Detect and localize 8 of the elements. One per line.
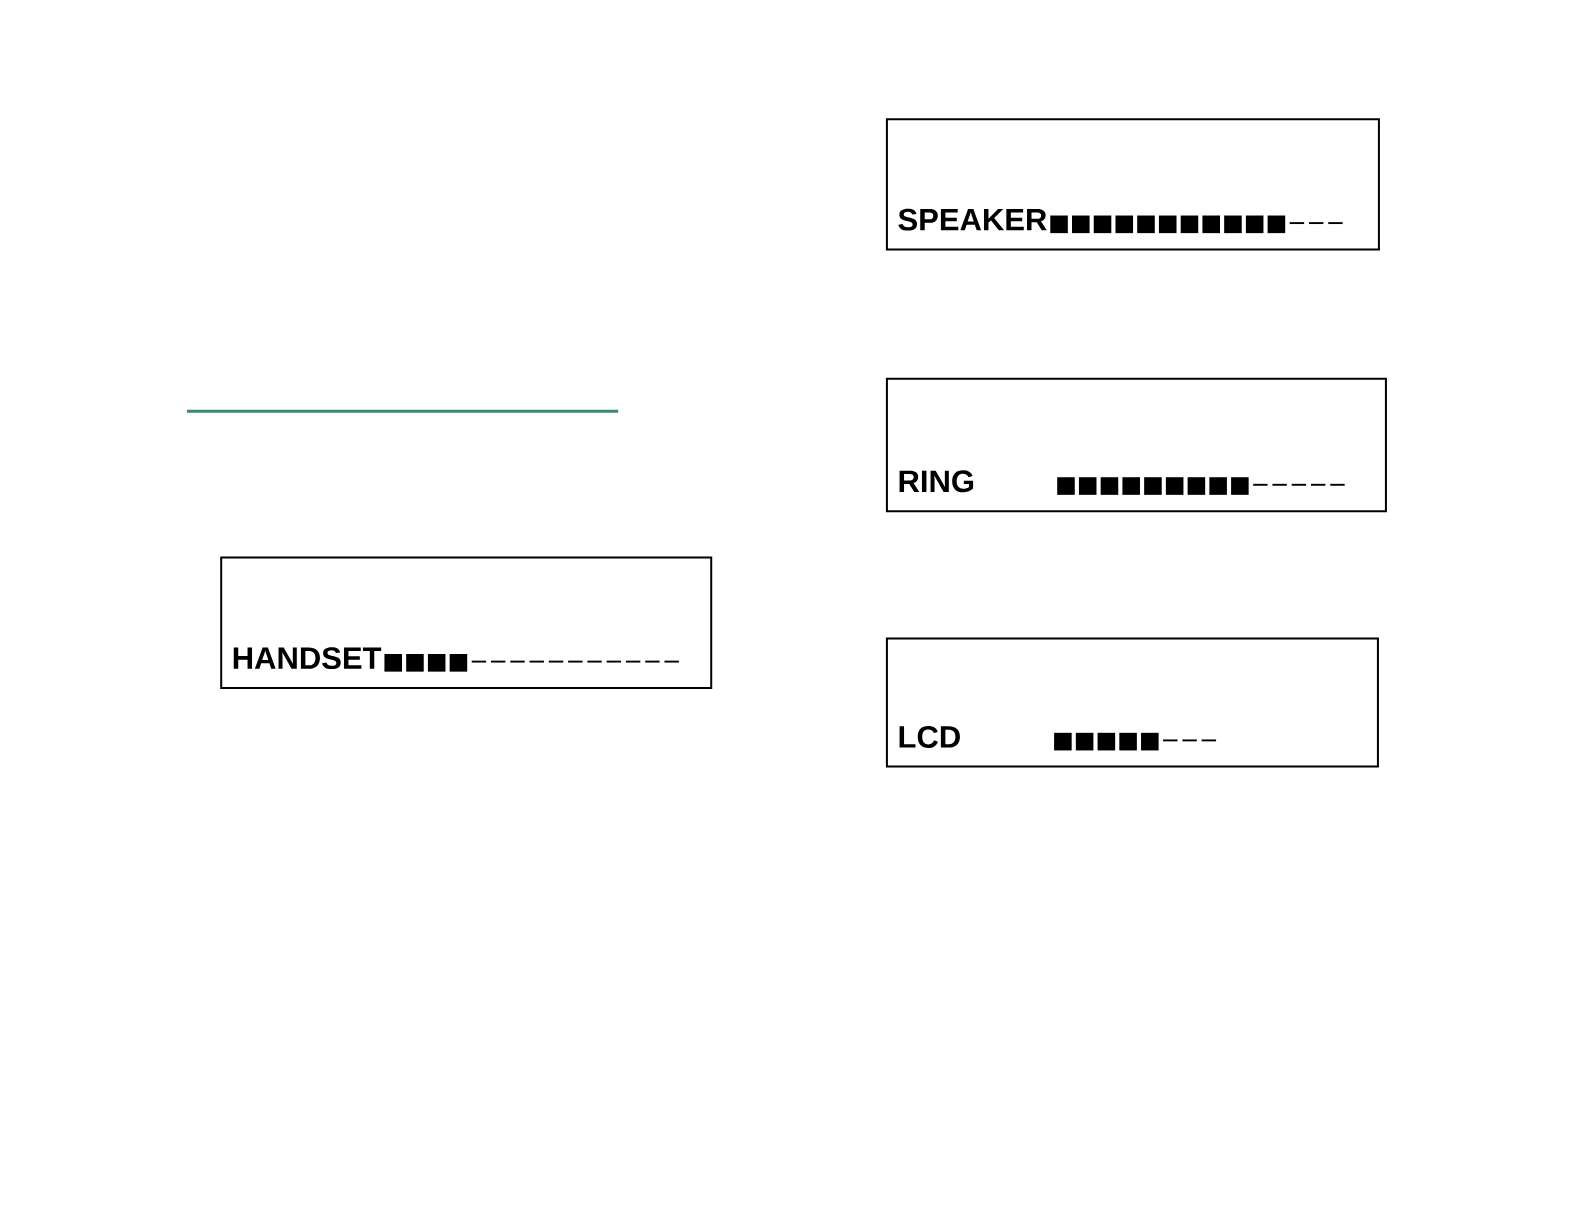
level-meter: ■■■■■−−− bbox=[1054, 732, 1217, 751]
setting-label: SPEAKER bbox=[898, 208, 1047, 231]
setting-label: HANDSET bbox=[233, 647, 382, 670]
level-meter: ■■■■■■■■■■■−−− bbox=[1050, 215, 1343, 234]
level-meter: ■■■■−−−−−−−−−−− bbox=[384, 654, 679, 672]
setting-label: RING bbox=[899, 470, 974, 493]
setting-label: LCD bbox=[899, 725, 960, 748]
level-meter: ■■■■■■■■■−−−−− bbox=[1057, 477, 1345, 495]
